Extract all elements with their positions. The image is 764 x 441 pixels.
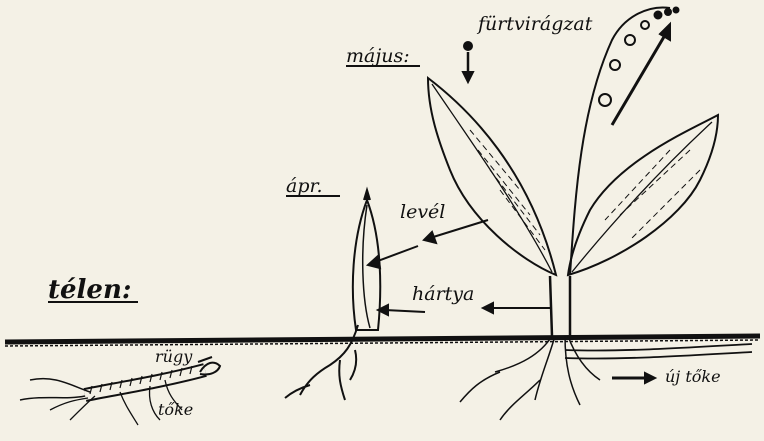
may-plant (428, 7, 752, 420)
label-leaf: levél (400, 201, 445, 223)
label-winter: télen: (48, 275, 131, 305)
label-membrane: hártya (412, 283, 474, 305)
label-cluster: fürtvirágzat (476, 13, 593, 35)
label-april: ápr. (286, 175, 323, 197)
april-sprout (285, 190, 380, 400)
label-new-rhizome: új tőke (665, 367, 721, 386)
label-bud: rügy (155, 347, 193, 366)
label-may: május: (346, 45, 410, 67)
label-rhizome: tőke (158, 400, 193, 419)
ground-line (5, 336, 760, 346)
